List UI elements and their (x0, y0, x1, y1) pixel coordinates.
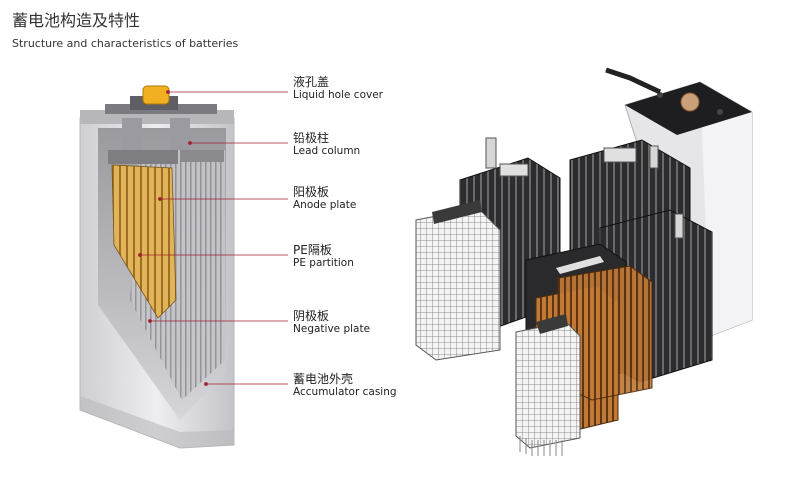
label-en: Negative plate (293, 323, 371, 336)
label-en: Liquid hole cover (293, 89, 383, 102)
label-accumulator-casing: 蓄电池外壳 Accumulator casing (293, 372, 397, 399)
label-liquid-hole-cover: 液孔盖 Liquid hole cover (293, 75, 383, 102)
page-title-en: Structure and characteristics of batteri… (12, 37, 239, 50)
label-en: Anode plate (293, 199, 357, 212)
cutaway-cell (79, 85, 235, 449)
label-zh: 蓄电池外壳 (293, 372, 354, 386)
label-anode-plate: 阳极板 Anode plate (293, 185, 356, 212)
page-title-zh: 蓄电池构造及特性 (12, 11, 141, 30)
label-zh: 铅极柱 (293, 131, 330, 145)
label-en: Lead column (293, 145, 361, 158)
label-zh: 液孔盖 (293, 75, 330, 89)
label-negative-plate: 阴极板 Negative plate (293, 309, 370, 336)
label-en: PE partition (293, 257, 354, 270)
label-zh: 阴极板 (293, 309, 330, 323)
exploded-battery (415, 67, 753, 456)
label-pe-partition: PE隔板 PE partition (293, 243, 354, 270)
label-lead-column: 铅极柱 Lead column (293, 131, 360, 158)
label-zh: 阳极板 (293, 185, 330, 199)
label-en: Accumulator casing (293, 386, 397, 399)
label-zh: PE隔板 (293, 243, 332, 257)
leader-lines (138, 90, 288, 386)
